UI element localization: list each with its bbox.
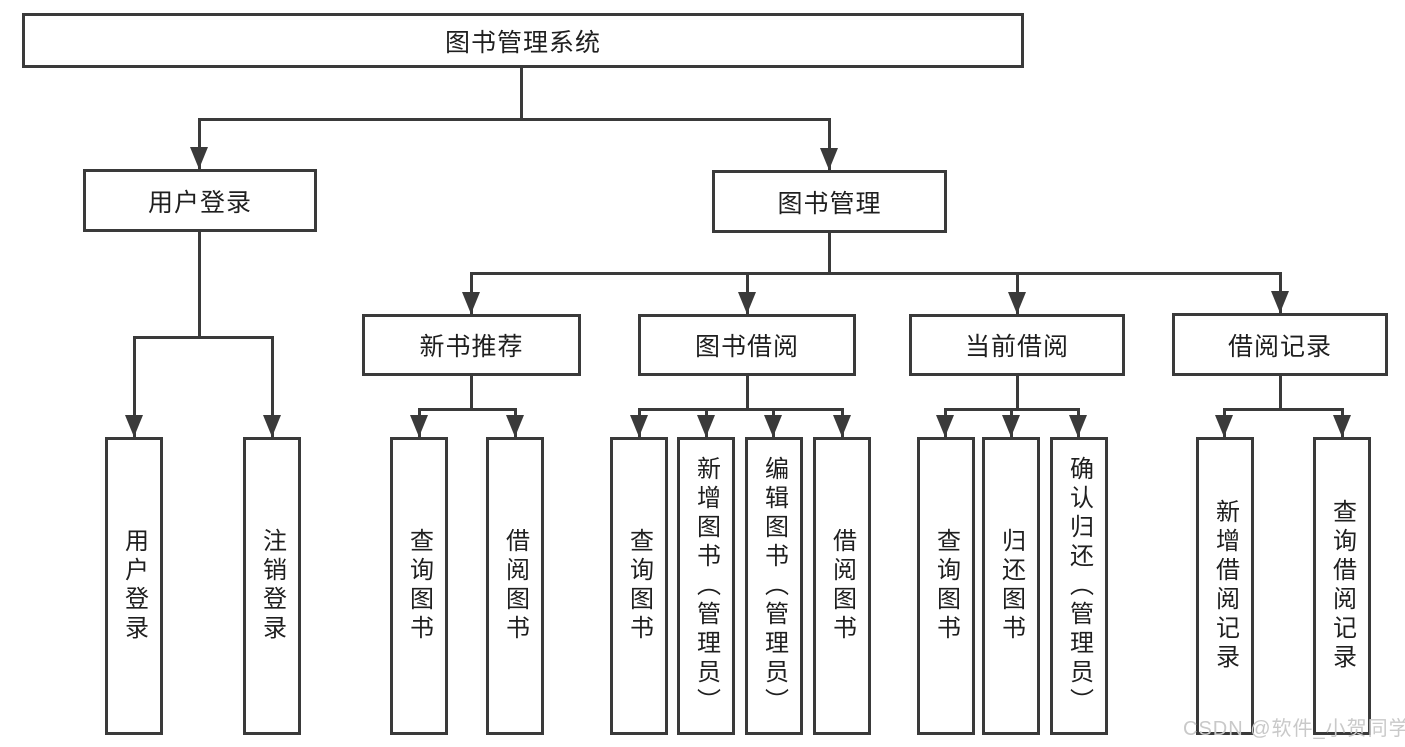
node-borrow-records: 借阅记录: [1172, 313, 1388, 376]
arrowhead-icon: [462, 292, 480, 314]
leaf-return-books: 归还图书: [982, 437, 1040, 735]
watermark: CSDN @软件_小贺同学: [1183, 718, 1405, 740]
stem-new-books: [470, 376, 473, 408]
stem-borrow-records: [1279, 376, 1282, 408]
node-current-borrow: 当前借阅: [909, 314, 1125, 376]
leaf-borrow-books-1: 借阅图书: [486, 437, 544, 735]
node-root: 图书管理系统: [22, 13, 1024, 68]
arrowhead-icon: [1002, 415, 1020, 437]
leaf-edit-books-admin: 编辑图书（管理员）: [745, 437, 803, 735]
arrowhead-icon: [697, 415, 715, 437]
arrowhead-icon: [1333, 415, 1351, 437]
bus-borrow-records: [1223, 408, 1344, 411]
stem-book-mgmt: [828, 233, 831, 274]
arrowhead-icon: [1069, 415, 1087, 437]
arrow-stem-book-mgmt: [828, 118, 831, 170]
leaf-confirm-return-admin: 确认归还（管理员）: [1050, 437, 1108, 735]
arrow-stem-leaf: [271, 336, 274, 437]
arrowhead-icon: [630, 415, 648, 437]
arrowhead-icon: [263, 415, 281, 437]
leaf-user-login: 用户登录: [105, 437, 163, 735]
arrowhead-icon: [738, 292, 756, 314]
bus-new-books: [418, 408, 517, 411]
arrowhead-icon: [833, 415, 851, 437]
arrow-stem-user-login: [198, 118, 201, 169]
arrowhead-icon: [1271, 291, 1289, 313]
leaf-add-borrow-record: 新增借阅记录: [1196, 437, 1254, 735]
bus-level2: [470, 272, 1282, 275]
bus-level1: [198, 118, 831, 121]
bus-user-login: [133, 336, 274, 339]
stem-book-borrow: [746, 376, 749, 408]
stem-current-borrow: [1016, 376, 1019, 408]
stem-user-login: [198, 232, 201, 336]
leaf-logout: 注销登录: [243, 437, 301, 735]
leaf-borrow-books-2: 借阅图书: [813, 437, 871, 735]
arrowhead-icon: [936, 415, 954, 437]
leaf-add-books-admin: 新增图书（管理员）: [677, 437, 735, 735]
arrowhead-icon: [410, 415, 428, 437]
arrowhead-icon: [764, 415, 782, 437]
leaf-query-books-3: 查询图书: [917, 437, 975, 735]
arrow-stem-leaf: [133, 336, 136, 437]
arrowhead-icon: [190, 147, 208, 169]
arrowhead-icon: [1215, 415, 1233, 437]
node-user-login: 用户登录: [83, 169, 317, 232]
leaf-query-books-1: 查询图书: [390, 437, 448, 735]
arrowhead-icon: [125, 415, 143, 437]
node-book-mgmt: 图书管理: [712, 170, 947, 233]
arrowhead-icon: [1008, 292, 1026, 314]
arrowhead-icon: [820, 148, 838, 170]
node-book-borrow: 图书借阅: [638, 314, 856, 376]
bus-book-borrow: [638, 408, 844, 411]
stem-root: [520, 68, 523, 118]
leaf-query-borrow-record: 查询借阅记录: [1313, 437, 1371, 735]
leaf-query-books-2: 查询图书: [610, 437, 668, 735]
node-new-books: 新书推荐: [362, 314, 581, 376]
arrowhead-icon: [506, 415, 524, 437]
